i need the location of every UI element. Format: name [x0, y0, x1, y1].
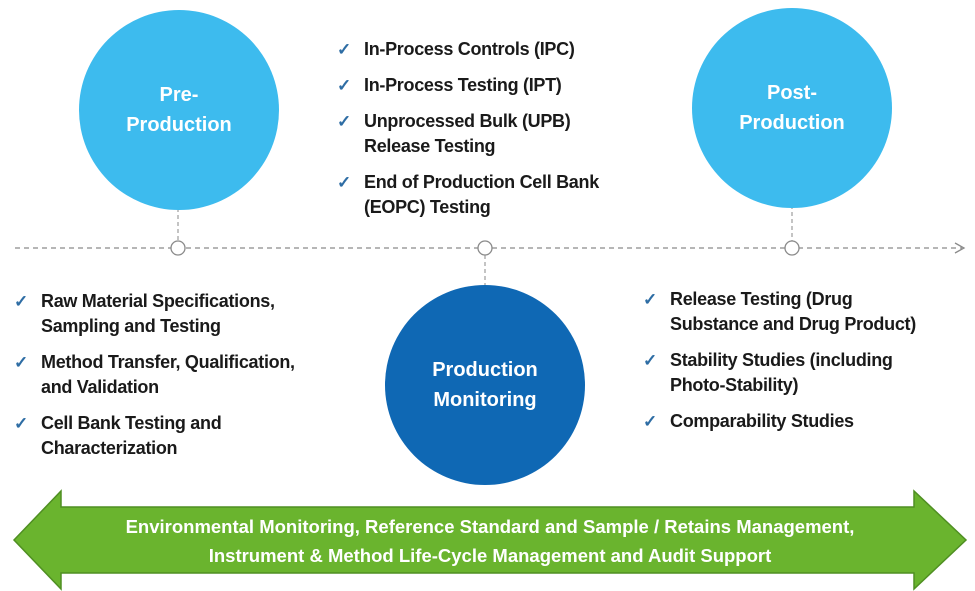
list-item: ✓ In-Process Controls (IPC) [337, 37, 599, 62]
post-production-circle: Post- Production [692, 8, 892, 208]
check-icon: ✓ [643, 290, 657, 309]
pre-production-label-2: Production [126, 114, 232, 136]
check-icon: ✓ [337, 112, 351, 131]
item-text: Sampling and Testing [41, 316, 221, 336]
list-item: ✓ End of Production Cell Bank (EOPC) Testi… [337, 170, 599, 220]
check-icon: ✓ [14, 292, 28, 311]
post-node [784, 240, 800, 256]
check-icon: ✓ [643, 412, 657, 431]
item-text: Photo-Stability) [670, 375, 799, 395]
item-text: Cell Bank Testing and [41, 413, 222, 433]
item-text: End of Production Cell Bank [364, 172, 599, 192]
double-arrow-shape [12, 489, 968, 591]
check-icon: ✓ [337, 40, 351, 59]
timeline-arrowhead [954, 242, 966, 254]
banner-line-2: Instrument & Method Life-Cycle Managemen… [208, 545, 772, 566]
production-monitoring-label-2: Monitoring [433, 389, 537, 411]
item-text: Method Transfer, Qualification, [41, 352, 295, 372]
check-icon: ✓ [14, 414, 28, 433]
pre-node [170, 240, 186, 256]
item-text: (EOPC) Testing [364, 197, 491, 217]
post-production-label-1: Post- [766, 82, 817, 104]
post-production-label-2: Production [739, 112, 845, 134]
pre-production-list: ✓ Raw Material Specifications, Sampling an… [14, 289, 295, 472]
list-item: ✓ Raw Material Specifications, Sampling an… [14, 289, 295, 339]
list-item: ✓ Unprocessed Bulk (UPB) Release Testing [337, 109, 599, 159]
check-icon: ✓ [337, 173, 351, 192]
banner-line-1: Environmental Monitoring, Reference Stan… [125, 516, 855, 537]
check-icon: ✓ [14, 353, 28, 372]
monitoring-node [477, 240, 493, 256]
production-monitoring-label-1: Production [432, 359, 538, 381]
item-text: In-Process Controls (IPC) [364, 39, 575, 59]
check-icon: ✓ [337, 76, 351, 95]
item-text: and Validation [41, 377, 159, 397]
check-icon: ✓ [643, 351, 657, 370]
item-text: Unprocessed Bulk (UPB) [364, 111, 571, 131]
pre-production-circle: Pre- Production [79, 10, 279, 210]
item-text: In-Process Testing (IPT) [364, 75, 562, 95]
monitoring-list: ✓ In-Process Controls (IPC) ✓ In-Process T… [337, 37, 599, 231]
banner-text: Environmental Monitoring, Reference Stan… [60, 512, 920, 570]
item-text: Release Testing (Drug [670, 289, 853, 309]
pre-production-label-1: Pre- [159, 84, 199, 106]
list-item: ✓ In-Process Testing (IPT) [337, 73, 599, 98]
list-item: ✓ Method Transfer, Qualification, and Vali… [14, 350, 295, 400]
item-text: Characterization [41, 438, 178, 458]
item-text: Stability Studies (including [670, 350, 893, 370]
list-item: ✓ Comparability Studies [643, 409, 916, 434]
item-text: Release Testing [364, 136, 496, 156]
item-text: Comparability Studies [670, 411, 854, 431]
item-text: Raw Material Specifications, [41, 291, 275, 311]
item-text: Substance and Drug Product) [670, 314, 916, 334]
